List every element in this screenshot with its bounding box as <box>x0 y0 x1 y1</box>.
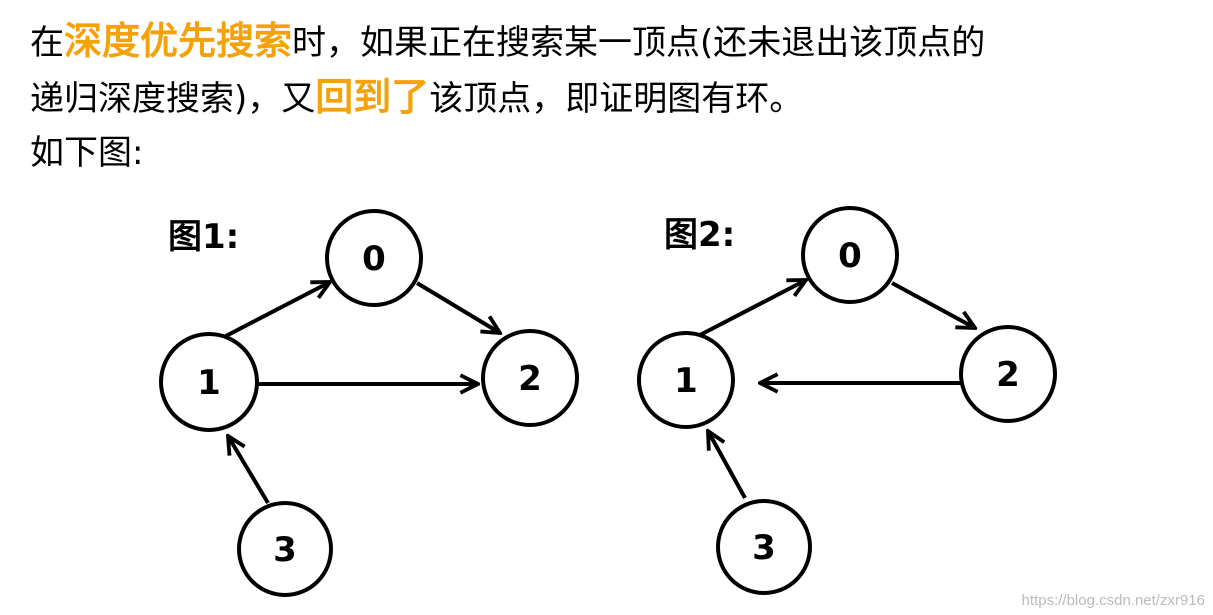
figure-1-node-3-label: 3 <box>273 530 297 570</box>
figure-1-node-0-label: 0 <box>362 239 386 279</box>
intro-text: 在深度优先搜索时，如果正在搜索某一顶点(还未退出该顶点的 递归深度搜索)，又回到… <box>30 14 1200 180</box>
figure-2-edge-0-2 <box>891 281 975 328</box>
figure-1-node-1-label: 1 <box>197 363 221 403</box>
intro-line-3: 如下图: <box>30 133 144 173</box>
intro-line-1: 在深度优先搜索时，如果正在搜索某一顶点(还未退出该顶点的 <box>30 14 1200 70</box>
figure-2-node-1-label: 1 <box>674 361 698 401</box>
figure-1-edge-0-2 <box>415 281 500 333</box>
figure-2-node-3-label: 3 <box>752 528 776 568</box>
figure-1-edge-1-0 <box>223 282 330 339</box>
figure-1-node-2: 2 <box>481 329 579 427</box>
figure-1-node-3: 3 <box>237 501 333 597</box>
figure-2-node-2-label: 2 <box>996 355 1020 395</box>
figure-1-node-2-label: 2 <box>518 359 542 399</box>
figure-2-title: 图2: <box>664 215 735 255</box>
figure-1-node-0: 0 <box>325 209 423 307</box>
highlight-returned: 回到了 <box>315 75 430 119</box>
figure-2-node-1: 1 <box>637 331 735 429</box>
watermark: https://blog.csdn.net/zxr916 <box>1021 592 1205 609</box>
figure-1-edge-3-1 <box>228 436 270 505</box>
figure-2-node-0-label: 0 <box>838 236 862 276</box>
figure-1-node-1: 1 <box>159 332 259 432</box>
figure-2-node-0: 0 <box>801 206 899 304</box>
intro-line-2-part-2: 该顶点，即证明图有环。 <box>429 79 804 119</box>
highlight-dfs: 深度优先搜索 <box>64 19 293 63</box>
figure-1: 图1: 0 1 2 3 <box>159 209 579 597</box>
intro-line-2-part-1: 递归深度搜索)，又 <box>30 79 316 119</box>
figure-2-node-2: 2 <box>959 325 1057 423</box>
intro-line-2: 递归深度搜索)，又回到了该顶点，即证明图有环。 <box>30 70 1200 126</box>
intro-line-1-part-2: 时，如果正在搜索某一顶点(还未退出该顶点的 <box>292 23 986 63</box>
figure-1-title: 图1: <box>168 217 239 257</box>
figure-2: 图2: 0 1 2 3 <box>637 206 1057 595</box>
figure-2-node-3: 3 <box>716 499 812 595</box>
intro-line-1-part-1: 在 <box>30 23 64 63</box>
figure-2-edge-3-1 <box>708 431 747 499</box>
figure-2-edge-1-0 <box>699 280 806 337</box>
